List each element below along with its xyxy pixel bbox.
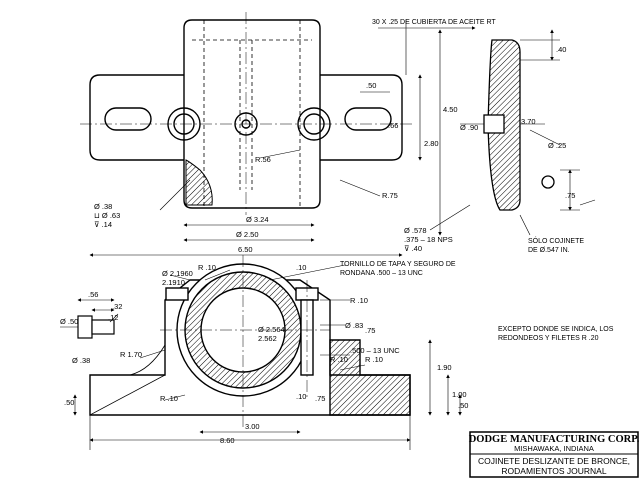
dim-r10-right: R .10 [350,296,368,305]
dim-50: .50 [366,81,376,90]
general-note-2: REDONDEOS Y FILETES R .20 [498,335,599,342]
dim-450: 4.50 [443,105,458,114]
title-desc-2: RODAMIENTOS JOURNAL [501,466,606,476]
pin-head [77,315,93,339]
pin-dim-12: .12 [108,313,118,322]
dim-190: 1.90 [437,363,452,372]
fitting-callout-1: Ø .578 [404,226,427,235]
dim-r10-left: R .10 [160,394,178,403]
right-slot [344,107,392,131]
bushing-note-1: SÓLO COJINETE [528,236,584,245]
dim-370: 3.70 [521,117,536,126]
dim-r10-b: R .10 [365,355,383,364]
dim-r170: R 1.70 [120,350,142,359]
pin-dim-38: Ø .38 [72,356,90,365]
front-view-labels: Ø 2.1960 2.1910 R .10 .10 TORNILLO DE TA… [64,261,468,445]
right-foot-section [329,339,411,416]
dim-280: 2.80 [424,139,439,148]
dim-50-right: .50 [458,401,468,410]
pin-detail [60,298,119,339]
bushing-note-2: DE Ø.547 IN. [528,247,570,254]
dim-40: .40 [556,45,566,54]
left-bolt-hole [173,113,195,135]
pin-dim-50: Ø .50 [60,317,78,326]
bore-dim-2: 2.1910 [162,278,185,287]
dim-25: Ø .25 [548,141,566,150]
dim-90: Ø .90 [460,123,478,132]
screw-note-1: TORNILLO DE TAPA Y SEGURO DE [340,261,456,268]
general-note-1: EXCEPTO DONDE SE INDICA, LOS [498,326,614,333]
screw-note-2: RONDANA .500 – 13 UNC [340,270,423,277]
top-view-dims [89,20,476,257]
dim-300: 3.00 [245,422,260,431]
side-hole [541,175,555,189]
dim-10-top: .10 [296,263,306,272]
front-view-dims [73,264,462,450]
hole-callout-2: ⊔ Ø .63 [94,211,120,220]
title-desc-1: COJINETE DESLIZANTE DE BRONCE, [478,456,630,466]
fitting-callout-2: .375 – 18 NPS [404,235,453,244]
top-view-labels: 30 X .25 DE CUBIERTA DE ACEITE RT .50 .6… [94,19,496,254]
side-view-labels: .40 Ø .90 3.70 Ø .25 .75 SÓLO COJINETE D… [460,45,584,254]
title-company: DODGE MANUFACTURING CORP. [469,434,640,445]
dim-r10-a: R .10 [330,355,348,364]
title-location: MISHAWAKA, INDIANA [514,444,594,453]
hole-callout-1: Ø .38 [94,202,112,211]
pin-shank [91,319,115,335]
dim-860: 8.60 [220,436,235,445]
dim-100: 1.00 [452,390,467,399]
thread-callout: .500 – 13 UNC [350,346,400,355]
dim-650: 6.50 [238,245,253,254]
left-slot [104,107,152,131]
top-view [80,12,412,215]
oil-hole [483,114,505,134]
dim-250: Ø 2.50 [236,230,259,239]
side-view [460,29,596,236]
dim-75-bot: .75 [315,394,325,403]
bore-dim-1: Ø 2.1960 [162,269,193,278]
fitting-callout-3: ⊽ .40 [404,244,422,253]
title-block: DODGE MANUFACTURING CORP. MISHAWAKA, IND… [469,431,640,478]
top-view-section [185,159,213,206]
bushing-dim-1: Ø 2.564 [258,325,285,334]
left-screw-head [165,287,189,301]
dim-r10-top: R .10 [198,263,216,272]
dim-r75: R.75 [382,191,398,200]
dim-r56: R.56 [255,155,271,164]
dim-10-bot: .10 [296,392,306,401]
bushing-dim-2: 2.562 [258,334,277,343]
dim-75-side: .75 [565,191,575,200]
pin-dim-32: .32 [112,302,122,311]
dim-324: Ø 3.24 [246,215,269,224]
dim-75-front: .75 [365,326,375,335]
dim-83: Ø .83 [345,321,363,330]
oil-cover-note: 30 X .25 DE CUBIERTA DE ACEITE RT [372,19,496,26]
dim-50-left: .50 [64,398,74,407]
pin-labels: .56 .32 Ø .50 .12 Ø .38 [60,290,122,365]
dim-66: .66 [388,121,398,130]
pin-dim-56: .56 [88,290,98,299]
hole-callout-3: ⊽ .14 [94,220,112,229]
base-plate-outline [89,74,403,161]
front-view [89,255,411,430]
